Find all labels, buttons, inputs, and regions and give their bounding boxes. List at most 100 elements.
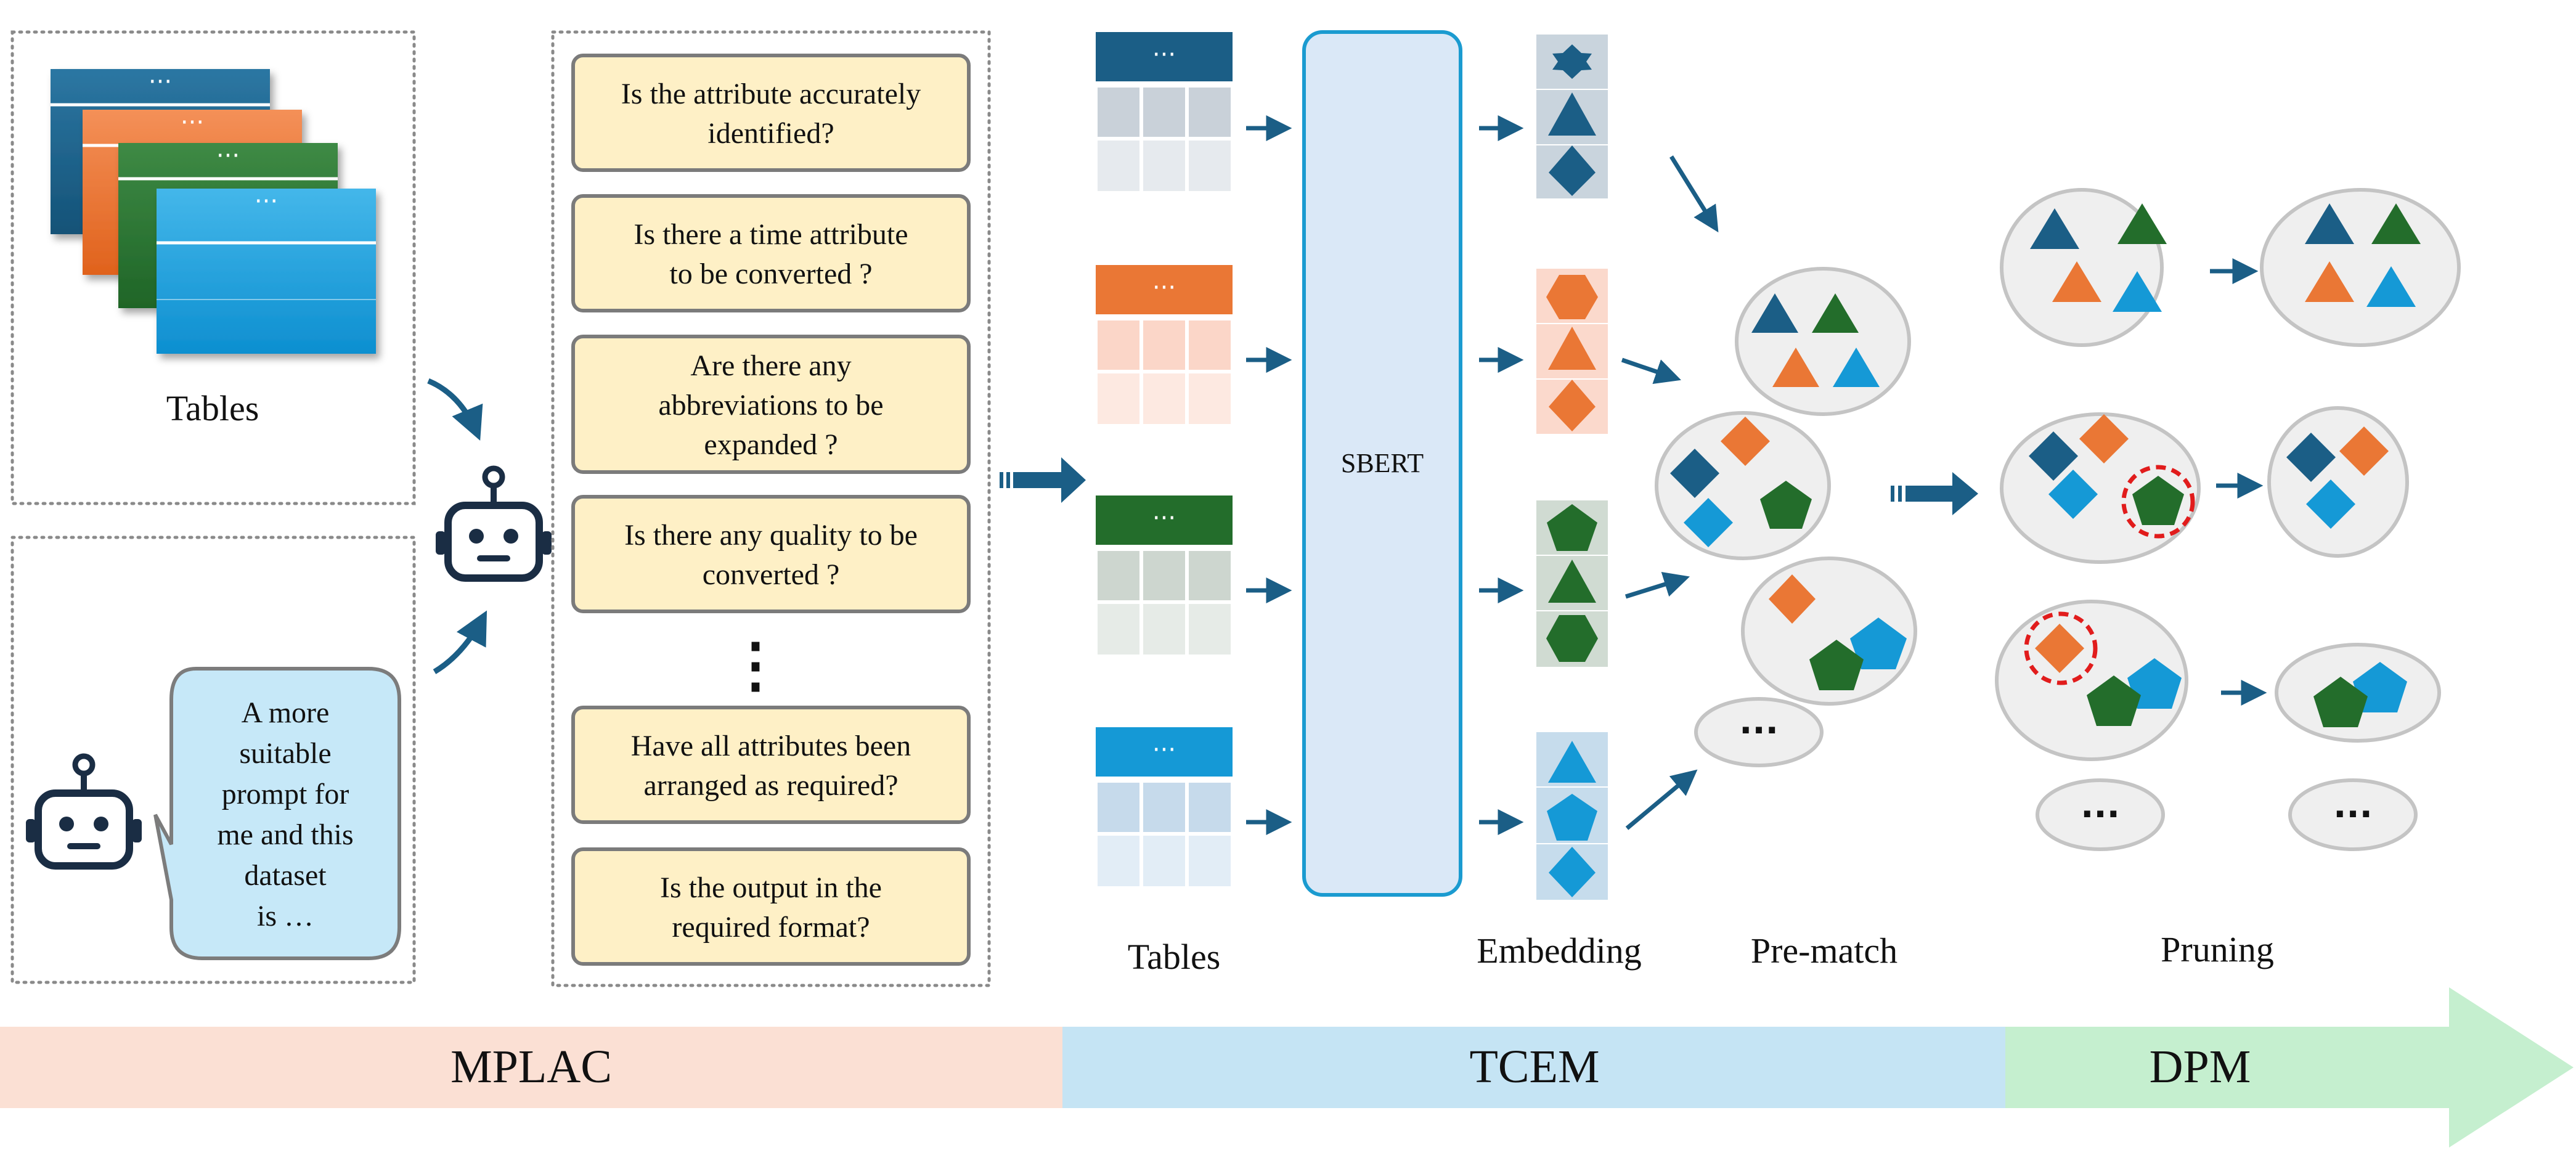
questions-ellipsis: ⋮ xyxy=(726,632,785,698)
question-text: arranged as required? xyxy=(643,769,898,802)
diamond-icon xyxy=(1721,417,1770,466)
flow-arrow-1 xyxy=(1000,457,1086,503)
tables-box xyxy=(10,30,416,505)
question-text: required format? xyxy=(672,911,870,944)
table-card-dots: ··· xyxy=(149,68,172,96)
table-card-dots: ··· xyxy=(181,108,204,137)
table-header-dots: ··· xyxy=(1152,504,1176,532)
table-icon: ··· xyxy=(1096,727,1233,886)
sbert-label: SBERT xyxy=(1341,448,1424,478)
tables-to-sbert-arrows xyxy=(1246,115,1292,835)
left-panel: ··· ··· ··· ··· Tables xyxy=(10,30,416,984)
tables-column: ··· ··· ··· ··· xyxy=(1096,32,1233,886)
table-icon: ··· xyxy=(1096,495,1233,655)
pruned-mark xyxy=(2024,611,2098,685)
flow-arrow-2 xyxy=(1891,472,1978,515)
prematch-label: Pre-match xyxy=(1751,931,1897,971)
sbert-block xyxy=(1302,30,1462,897)
question-text: Is there a time attribute xyxy=(634,218,908,251)
table-card-sky xyxy=(157,189,376,354)
robot-icon xyxy=(436,465,552,582)
triangle-icon xyxy=(1751,293,1798,333)
diamond-icon xyxy=(1549,145,1596,196)
questions-panel xyxy=(551,30,991,987)
pruning-ellipsis: ··· xyxy=(2333,794,2373,834)
question-text: expanded ? xyxy=(704,428,838,461)
diamond-icon xyxy=(1769,574,1816,624)
pentagon-icon xyxy=(1760,481,1812,529)
table-card-dots: ··· xyxy=(255,187,278,216)
question-list: Is the attribute accuratelyidentified?Is… xyxy=(571,54,971,966)
pruning-after-2 xyxy=(2267,406,2409,558)
question-text: Are there any xyxy=(690,349,851,382)
speech-line: A more xyxy=(242,696,330,729)
question-text: Is the output in the xyxy=(660,871,882,904)
pruning-ellipsis-after xyxy=(2288,778,2418,851)
band-tcem xyxy=(1062,1027,2005,1108)
embedding-label: Embedding xyxy=(1477,931,1641,971)
hexagon-icon xyxy=(1546,275,1598,319)
triangle-icon xyxy=(1548,92,1596,136)
triangle-icon xyxy=(1833,348,1880,387)
sbert-to-embedding-arrows xyxy=(1479,115,1524,835)
pentagon-icon xyxy=(1809,640,1864,690)
table-card-dots: ··· xyxy=(216,142,240,170)
embedding-orange xyxy=(1536,269,1608,434)
question-box: Is the output in the required format? xyxy=(571,847,971,966)
triangle-icon xyxy=(1548,327,1596,370)
prompt-box xyxy=(10,536,416,984)
table-header-dots: ··· xyxy=(1152,274,1176,302)
speech-line: dataset xyxy=(244,859,327,892)
triangle-icon xyxy=(1548,560,1596,603)
speech-line: suitable xyxy=(239,737,331,770)
curved-arrows xyxy=(427,378,487,674)
band-dpm-label: DPM xyxy=(2150,1041,2251,1093)
prematch-clusters: ··· xyxy=(1655,267,1917,767)
star-shape-icon xyxy=(1552,44,1592,79)
speech-line: prompt for xyxy=(222,778,349,810)
table-header-dots: ··· xyxy=(1152,736,1176,764)
question-text: to be converted ? xyxy=(669,258,872,290)
question-text: Is there any quality to be xyxy=(624,519,918,552)
embedding-green xyxy=(1536,500,1608,667)
question-text: identified? xyxy=(707,117,834,150)
diamond-icon xyxy=(1549,380,1596,431)
question-text: Is the attribute accurately xyxy=(621,78,921,110)
band-dpm xyxy=(2005,987,2574,1148)
cluster-ellipsis xyxy=(1694,697,1824,767)
tables-label: Tables xyxy=(1128,937,1221,977)
pruning-after-1 xyxy=(2260,188,2461,347)
diamond-icon xyxy=(1549,847,1596,897)
triangle-icon xyxy=(1548,741,1596,783)
question-box: Are there any abbreviations to be expanded… xyxy=(571,335,971,474)
pruning-label: Pruning xyxy=(2161,929,2274,969)
question-text: abbreviations to be xyxy=(658,389,883,422)
table-header-dots: ··· xyxy=(1152,41,1176,69)
table-icon: ··· xyxy=(1096,265,1233,424)
triangle-icon xyxy=(1812,293,1859,333)
stage-band: MPLAC TCEM DPM xyxy=(0,987,2574,1148)
stacked-tables-icon: ··· ··· ··· ··· xyxy=(51,68,376,354)
question-text: converted ? xyxy=(703,558,840,591)
question-box: Is there any quality to be converted ? xyxy=(571,495,971,613)
band-mplac xyxy=(0,1027,1062,1108)
pentagon-icon xyxy=(1850,618,1907,669)
table-icon: ··· xyxy=(1096,32,1233,191)
robot-icon xyxy=(26,753,142,870)
band-tcem-label: TCEM xyxy=(1469,1041,1599,1093)
prematch-ellipsis: ··· xyxy=(1739,711,1779,751)
left-tables-label: Tables xyxy=(166,388,259,428)
hexagon-icon xyxy=(1546,615,1598,662)
question-box: Is the attribute accurately identified? xyxy=(571,54,971,172)
pentagon-icon xyxy=(1547,794,1597,841)
triangle-icon xyxy=(1772,348,1819,387)
embedding-sky xyxy=(1536,732,1608,900)
question-box: Is there a time attribute to be converted… xyxy=(571,194,971,312)
pruned-mark xyxy=(2121,465,2195,539)
diamond-icon xyxy=(1670,449,1719,498)
speech-line: is … xyxy=(257,900,314,932)
embedding-to-prematch-arrows xyxy=(1621,155,1719,830)
pruning-ellipsis-before xyxy=(2036,778,2165,851)
